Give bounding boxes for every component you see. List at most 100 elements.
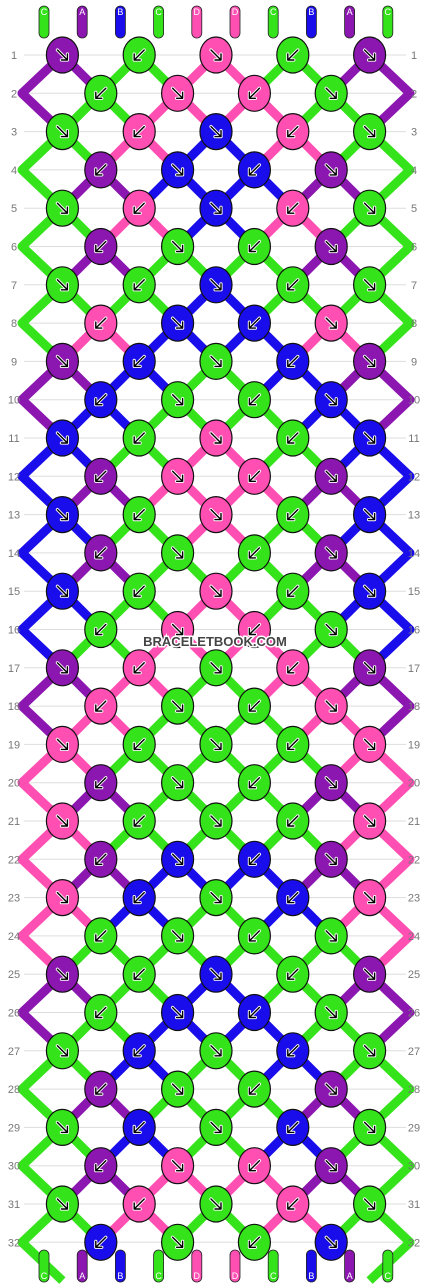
bottom-string-letter: C — [41, 1271, 48, 1281]
knot — [199, 955, 233, 993]
row-number-left: 19 — [8, 739, 20, 751]
knot — [161, 457, 195, 495]
edge-string-right — [366, 51, 415, 135]
row-number-right: 22 — [408, 854, 420, 866]
row-number-right: 12 — [408, 471, 420, 483]
edge-string-left — [17, 664, 66, 748]
knot — [161, 534, 195, 572]
knot — [353, 189, 387, 227]
knot — [45, 342, 80, 380]
knot — [84, 1070, 118, 1108]
knot — [84, 151, 118, 189]
knot — [276, 113, 310, 151]
top-string-letter: A — [347, 7, 353, 17]
row-number-left: 4 — [11, 165, 17, 177]
edge-string-right — [366, 204, 415, 289]
knot — [122, 1185, 156, 1223]
knot — [84, 457, 118, 495]
edge-string-left — [17, 894, 66, 978]
row-number-left: 5 — [11, 203, 17, 215]
row-number-left: 6 — [11, 242, 17, 254]
knot — [161, 610, 195, 649]
knot — [122, 802, 156, 840]
knot — [45, 802, 80, 840]
knot — [353, 878, 387, 917]
knot — [314, 304, 348, 342]
knot — [122, 649, 156, 687]
knot — [199, 572, 233, 610]
knot — [314, 993, 348, 1032]
edge-string-right — [366, 1124, 415, 1208]
knot — [314, 74, 348, 112]
knot — [199, 266, 233, 304]
knot — [161, 1223, 195, 1261]
row-number-right: 25 — [408, 969, 420, 981]
knot — [314, 151, 348, 189]
edge-string-right — [366, 970, 415, 1055]
row-number-left: 23 — [8, 893, 20, 905]
row-number-right: 30 — [408, 1161, 420, 1173]
bottom-string-tail — [76, 1249, 88, 1283]
row-number-left: 25 — [8, 969, 20, 981]
row-number-right: 1 — [411, 50, 417, 62]
row-number-left: 1 — [11, 50, 17, 62]
edge-string-right — [366, 511, 415, 595]
knot — [353, 1108, 387, 1147]
knot — [353, 572, 387, 610]
knot — [314, 687, 348, 725]
knot — [45, 1108, 80, 1147]
knot — [161, 764, 195, 802]
knot — [84, 687, 118, 725]
knot — [161, 74, 195, 112]
top-string-letter: C — [155, 7, 162, 17]
edge-string-right — [366, 894, 415, 978]
row-number-right: 18 — [408, 701, 420, 713]
edge-string-left — [17, 281, 66, 365]
knot — [314, 840, 348, 878]
knot — [84, 304, 118, 342]
bottom-string-tail — [115, 1249, 126, 1283]
knot — [353, 495, 387, 534]
knot — [237, 1223, 271, 1261]
bottom-string-letter: D — [194, 1271, 201, 1281]
top-string-tail — [382, 5, 394, 39]
knot — [45, 189, 80, 227]
knot — [122, 36, 156, 74]
knot — [161, 151, 195, 189]
knot — [122, 878, 156, 917]
knot — [353, 1185, 387, 1223]
knot — [199, 495, 233, 534]
edge-string-left — [17, 204, 66, 289]
knot — [276, 955, 310, 993]
row-number-left: 17 — [8, 663, 20, 675]
row-number-left: 15 — [8, 586, 20, 598]
top-string-tail — [38, 5, 50, 39]
knot — [161, 917, 195, 955]
edge-string-right — [366, 434, 415, 518]
knot — [353, 419, 387, 457]
knot — [314, 227, 348, 266]
knot — [122, 495, 156, 534]
knot — [199, 342, 233, 380]
bottom-string-tail — [267, 1249, 279, 1283]
knot — [237, 610, 271, 649]
knot — [84, 1147, 118, 1185]
knot — [314, 1070, 348, 1108]
row-number-left: 14 — [8, 548, 20, 560]
row-number-right: 7 — [411, 280, 417, 292]
row-number-right: 3 — [411, 127, 417, 139]
row-number-left: 20 — [8, 778, 20, 790]
knot-grid — [45, 36, 387, 1261]
knot — [353, 955, 387, 993]
knot — [314, 610, 348, 649]
knot — [314, 1223, 348, 1261]
knot — [237, 917, 271, 955]
knot — [276, 878, 310, 917]
knot — [161, 1070, 195, 1108]
top-string-letter: B — [308, 7, 314, 17]
knot — [122, 189, 156, 227]
top-string-tail — [229, 5, 241, 39]
knot — [84, 840, 118, 878]
knot — [237, 227, 271, 266]
